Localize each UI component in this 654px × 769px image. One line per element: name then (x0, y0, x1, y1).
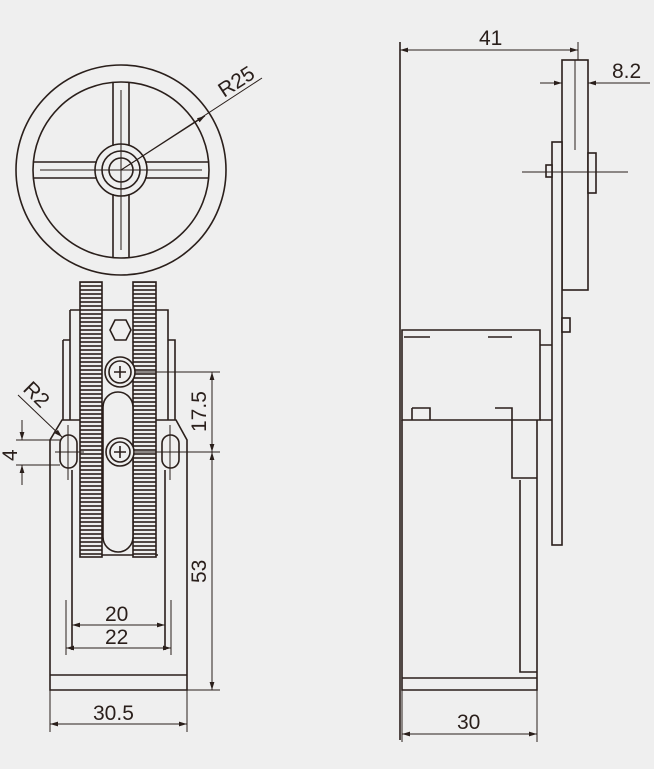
dimension-slot-height: 4 (0, 420, 60, 485)
roller-side (522, 59, 628, 546)
gear-strip-left (79, 281, 103, 558)
dimension-30-5: 30.5 (49, 690, 188, 732)
dimension-17-5: 17.5 (135, 371, 220, 453)
gear-strip-right (132, 281, 157, 558)
roller-wheel (15, 64, 227, 276)
front-view: R25 R2 4 17.5 53 20 22 (0, 62, 263, 732)
dim-label-53: 53 (188, 560, 211, 583)
dimension-20: 20 (72, 603, 165, 628)
dimension-41: 41 (400, 27, 579, 60)
dim-label-30-5: 30.5 (93, 702, 134, 725)
dim-label-30: 30 (457, 711, 480, 734)
center-slot (102, 391, 134, 553)
side-view: 41 8.2 30 (399, 27, 650, 742)
dim-label-41: 41 (479, 27, 502, 50)
dimension-r2: R2 (17, 377, 63, 438)
dim-label-17-5: 17.5 (188, 391, 211, 432)
dim-label-8-2: 8.2 (612, 60, 641, 83)
dim-label-r2: R2 (18, 377, 53, 412)
screw-lower (105, 437, 135, 467)
screw-upper (104, 356, 136, 388)
dim-label-r25: R25 (214, 62, 259, 102)
dimension-53: 53 (187, 452, 220, 691)
dimension-22: 22 (65, 600, 172, 655)
hex-nut (109, 319, 132, 341)
dim-label-22: 22 (105, 626, 128, 649)
switch-body-side (401, 329, 552, 691)
dim-label-4: 4 (0, 449, 22, 461)
dim-label-20: 20 (105, 603, 128, 626)
dimension-30: 30 (401, 690, 538, 742)
dimension-8-2: 8.2 (540, 60, 650, 86)
